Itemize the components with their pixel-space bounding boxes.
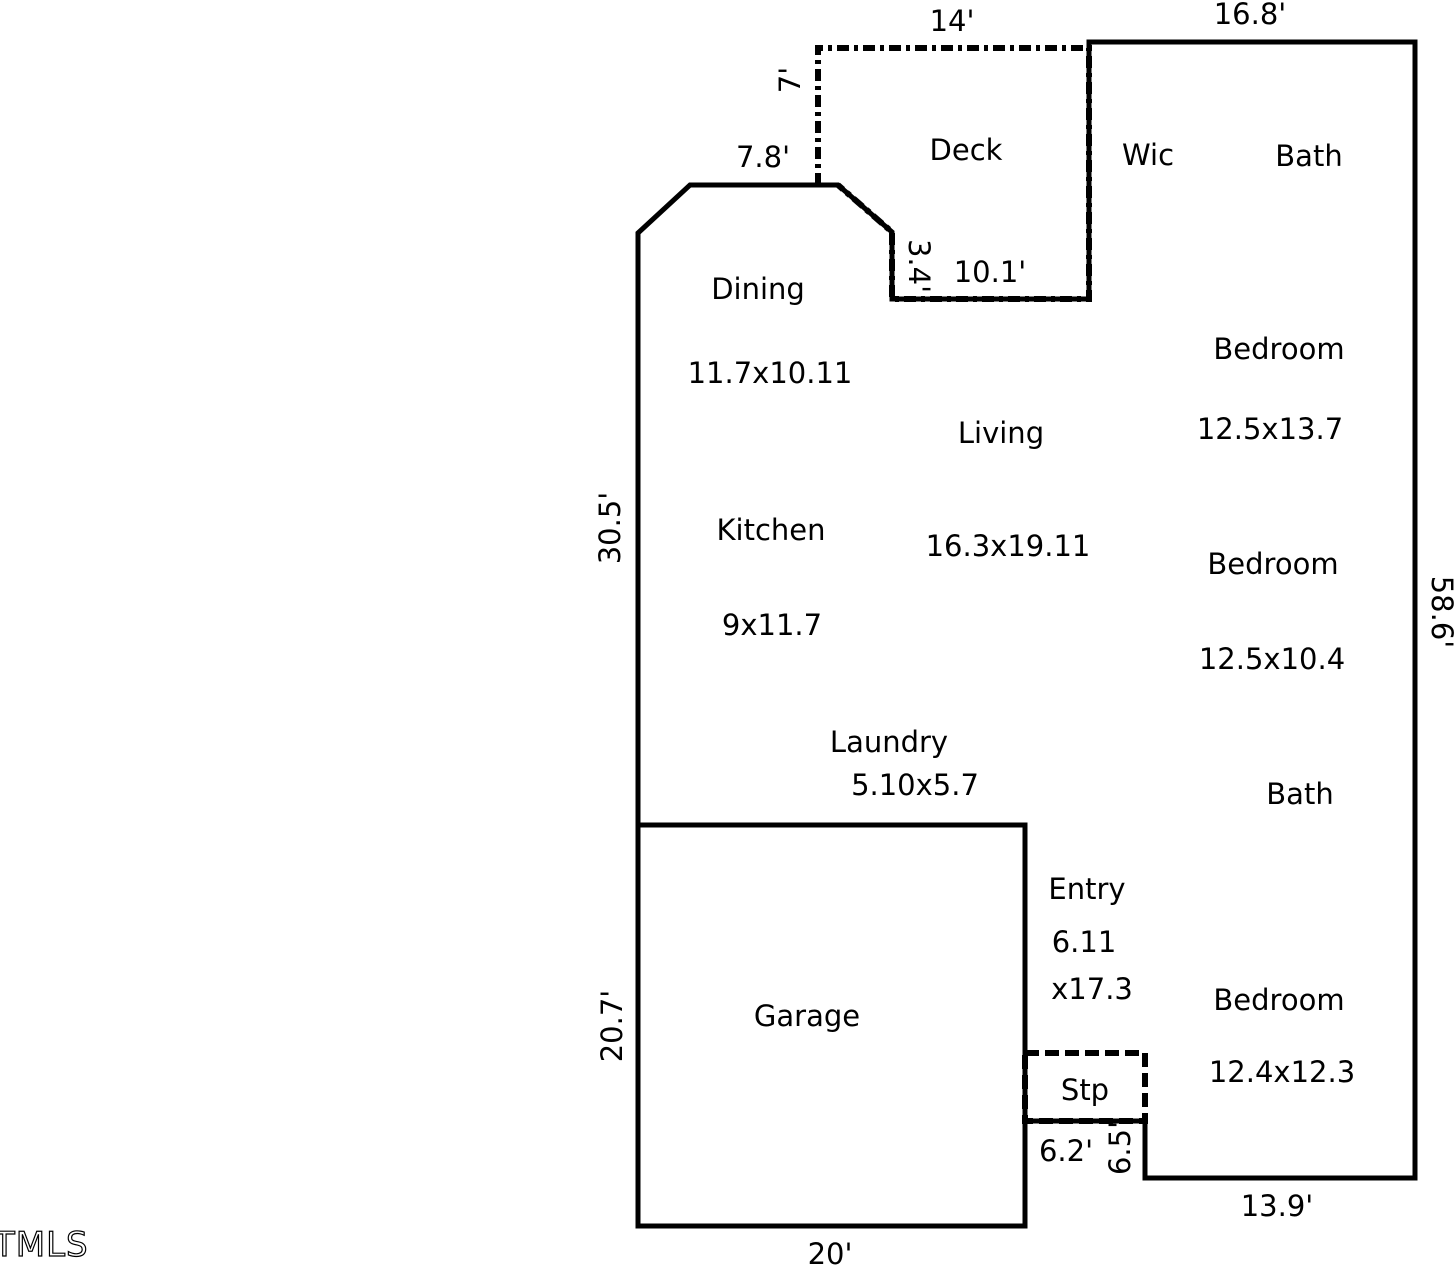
dim-deck-top: 14' bbox=[930, 4, 975, 38]
bedroom1-size: 12.5x13.7 bbox=[1197, 412, 1343, 446]
dim-stoop-side: 6.5' bbox=[1103, 1121, 1137, 1175]
kitchen-label: Kitchen bbox=[717, 513, 826, 547]
dim-right-bottom: 13.9' bbox=[1241, 1189, 1314, 1223]
living-label: Living bbox=[958, 416, 1044, 450]
dim-right-side: 58.6' bbox=[1425, 576, 1455, 649]
bedroom3-size: 12.4x12.3 bbox=[1209, 1055, 1355, 1089]
stoop-outline bbox=[1022, 1050, 1148, 1124]
bedroom2-label: Bedroom bbox=[1207, 547, 1338, 581]
dim-garage-bottom: 20' bbox=[808, 1237, 853, 1266]
bedroom3-label: Bedroom bbox=[1213, 983, 1344, 1017]
dim-deck-bottom: 10.1' bbox=[954, 255, 1027, 289]
living-size: 16.3x19.11 bbox=[926, 529, 1091, 563]
kitchen-size: 9x11.7 bbox=[722, 608, 822, 642]
entry-label: Entry bbox=[1048, 872, 1125, 906]
dining-size: 11.7x10.11 bbox=[688, 356, 853, 390]
stoop-label: Stp bbox=[1061, 1073, 1109, 1107]
dim-left-upper: 30.5' bbox=[593, 492, 627, 565]
mls-watermark: TMLS bbox=[0, 1225, 89, 1265]
deck-outline bbox=[815, 45, 1092, 302]
dining-label: Dining bbox=[711, 272, 805, 306]
laundry-label: Laundry bbox=[830, 725, 948, 759]
entry-size-line1: 6.11 bbox=[1052, 925, 1117, 959]
laundry-size: 5.10x5.7 bbox=[851, 768, 979, 802]
bath-top-label: Bath bbox=[1275, 139, 1342, 173]
garage-label: Garage bbox=[754, 999, 860, 1033]
dim-deck-left: 7' bbox=[773, 67, 807, 93]
deck-label: Deck bbox=[930, 133, 1003, 167]
bath-bottom-label: Bath bbox=[1266, 777, 1333, 811]
dim-main-top: 16.8' bbox=[1214, 0, 1287, 31]
wic-label: Wic bbox=[1122, 138, 1174, 172]
bedroom2-size: 12.5x10.4 bbox=[1199, 642, 1345, 676]
dim-deck-step: 3.4' bbox=[902, 239, 936, 293]
garage-outline bbox=[635, 822, 1028, 1229]
dim-left-lower: 20.7' bbox=[595, 990, 629, 1063]
dim-stoop-bottom: 6.2' bbox=[1039, 1134, 1093, 1168]
bedroom1-label: Bedroom bbox=[1213, 332, 1344, 366]
dim-dining-top: 7.8' bbox=[736, 140, 790, 174]
entry-size-line2: x17.3 bbox=[1051, 972, 1133, 1006]
